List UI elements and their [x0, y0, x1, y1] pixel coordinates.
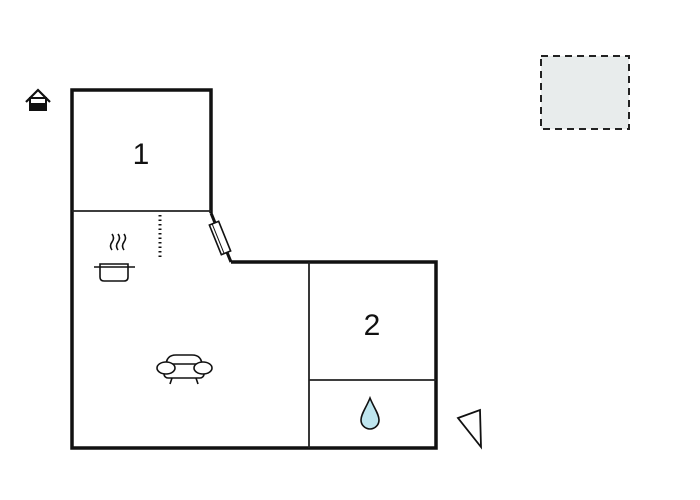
house-entrance-icon — [25, 88, 51, 111]
water-drop-icon — [360, 395, 380, 430]
cooking-pot-icon — [94, 233, 135, 282]
room-label-1: 1 — [133, 138, 150, 171]
sofa-icon — [156, 354, 213, 385]
door-icon — [208, 220, 232, 256]
outer-wall — [70, 88, 438, 450]
room-label-2: 2 — [364, 309, 381, 342]
north-triangle-icon — [456, 408, 482, 450]
terrace-area — [540, 55, 630, 130]
